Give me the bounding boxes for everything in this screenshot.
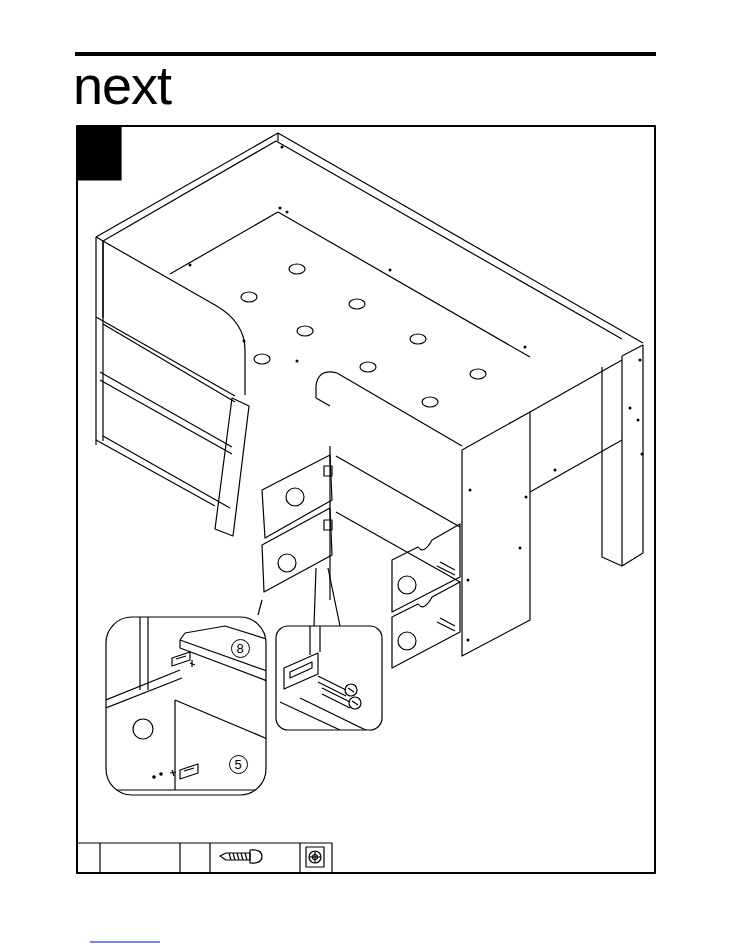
cabin-bed — [96, 133, 643, 656]
brand-logo: next — [73, 58, 171, 112]
parts-table — [77, 843, 332, 873]
page-frame — [77, 126, 655, 873]
link-underline — [90, 941, 160, 942]
step-box — [77, 126, 121, 180]
header-rule — [75, 52, 656, 56]
callout-number: 8 — [231, 639, 250, 658]
callout-number: 5 — [229, 755, 248, 774]
detail-inset — [276, 626, 382, 738]
detail-inset — [106, 617, 270, 795]
callout-text: 8 — [236, 642, 243, 655]
fixing-dots — [189, 146, 644, 642]
callout-text: 5 — [234, 758, 241, 771]
screw-icon — [220, 850, 262, 863]
screwdriver-icon — [306, 847, 324, 867]
leader-line — [258, 568, 340, 626]
drawers — [262, 455, 460, 668]
